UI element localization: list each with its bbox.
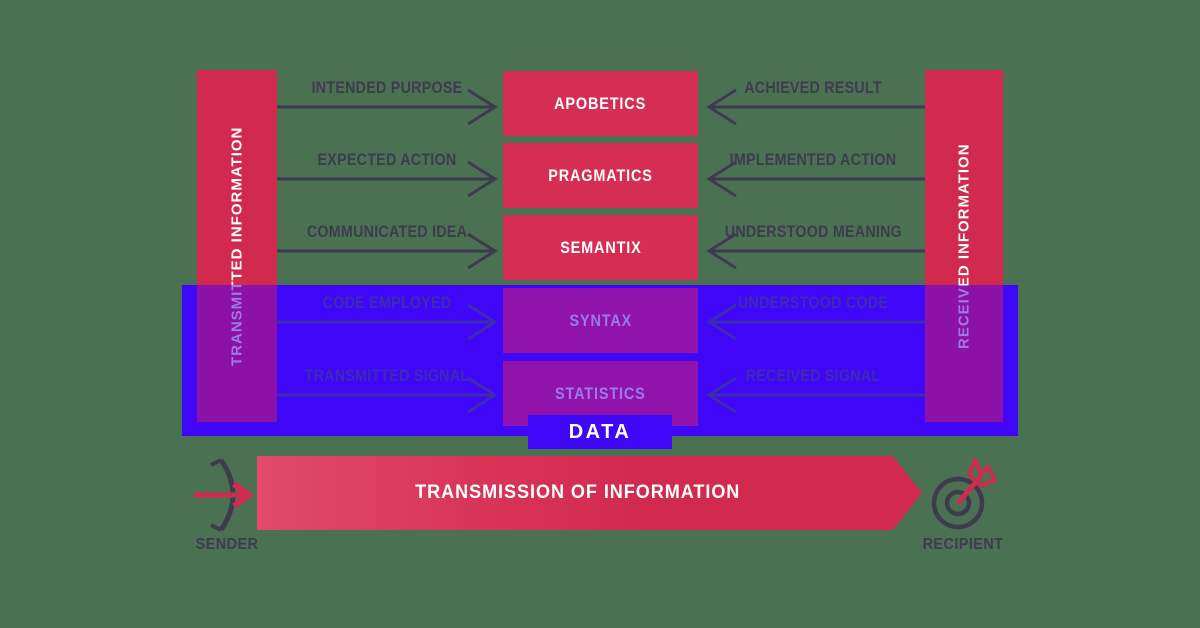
target-dart-icon xyxy=(931,458,997,530)
transmitted-bar-bottom-segment: TRANSMITTED INFORMATION xyxy=(197,285,277,422)
arrow-left-icon xyxy=(706,232,925,270)
arrow-left-icon xyxy=(706,376,925,414)
row-label-communicated-idea: COMMUNICATED IDEA xyxy=(306,222,468,241)
level-box-apobetics: APOBETICS xyxy=(503,71,698,136)
level-box-label: STATISTICS xyxy=(555,383,646,403)
level-box-label: APOBETICS xyxy=(554,93,647,113)
level-box-label: SYNTAX xyxy=(569,310,632,330)
arrow-right-icon xyxy=(277,232,498,270)
transmitted-bar-top-segment: TRANSMITTED INFORMATION xyxy=(197,70,277,285)
received-bar-bottom-segment: RECEIVED INFORMATION xyxy=(925,285,1003,422)
level-box-semantix: SEMANTIX xyxy=(503,215,698,280)
received-information-label-overlap: RECEIVED INFORMATION xyxy=(925,285,1003,422)
bow-arrow-icon xyxy=(194,458,255,532)
arrow-left-icon xyxy=(706,160,925,198)
row-label-expected-action: EXPECTED ACTION xyxy=(317,150,457,169)
row-label-implemented-action: IMPLEMENTED ACTION xyxy=(729,150,897,169)
row-label-intended-purpose: INTENDED PURPOSE xyxy=(311,78,463,97)
recipient-label: RECIPIENT xyxy=(922,536,1004,553)
transmitted-information-bar: TRANSMITTED INFORMATION TRANSMITTED INFO… xyxy=(197,70,277,422)
row-label-transmitted-signal: TRANSMITTED SIGNAL xyxy=(304,366,470,385)
level-box-label: PRAGMATICS xyxy=(548,165,653,185)
received-bar-top-segment: RECEIVED INFORMATION xyxy=(925,70,1003,285)
level-box-syntax: SYNTAX xyxy=(503,288,698,353)
row-label-achieved-result: ACHIEVED RESULT xyxy=(744,78,882,97)
arrow-left-icon xyxy=(706,303,925,341)
received-information-label: RECEIVED INFORMATION xyxy=(955,143,973,285)
transmitted-information-label-overlap: TRANSMITTED INFORMATION xyxy=(197,285,277,422)
arrow-right-icon xyxy=(277,376,498,414)
arrow-right-icon xyxy=(277,303,498,341)
row-label-understood-meaning: UNDERSTOOD MEANING xyxy=(724,222,903,241)
transmission-banner: TRANSMISSION OF INFORMATION xyxy=(257,456,922,530)
row-label-received-signal: RECEIVED SIGNAL xyxy=(745,366,881,385)
arrow-left-icon xyxy=(706,88,925,126)
received-information-bar: RECEIVED INFORMATION RECEIVED INFORMATIO… xyxy=(925,70,1003,422)
row-label-code-employed: CODE EMPLOYED xyxy=(322,293,452,312)
transmitted-information-label: TRANSMITTED INFORMATION xyxy=(228,126,246,285)
arrow-right-icon xyxy=(277,88,498,126)
level-box-label: SEMANTIX xyxy=(559,237,642,257)
sender-label: SENDER xyxy=(195,536,259,553)
level-box-pragmatics: PRAGMATICS xyxy=(503,143,698,208)
transmission-banner-label: TRANSMISSION OF INFORMATION xyxy=(415,482,741,503)
data-zone-tab: DATA xyxy=(528,415,672,449)
row-label-understood-code: UNDERSTOOD CODE xyxy=(737,293,889,312)
arrow-right-icon xyxy=(277,160,498,198)
